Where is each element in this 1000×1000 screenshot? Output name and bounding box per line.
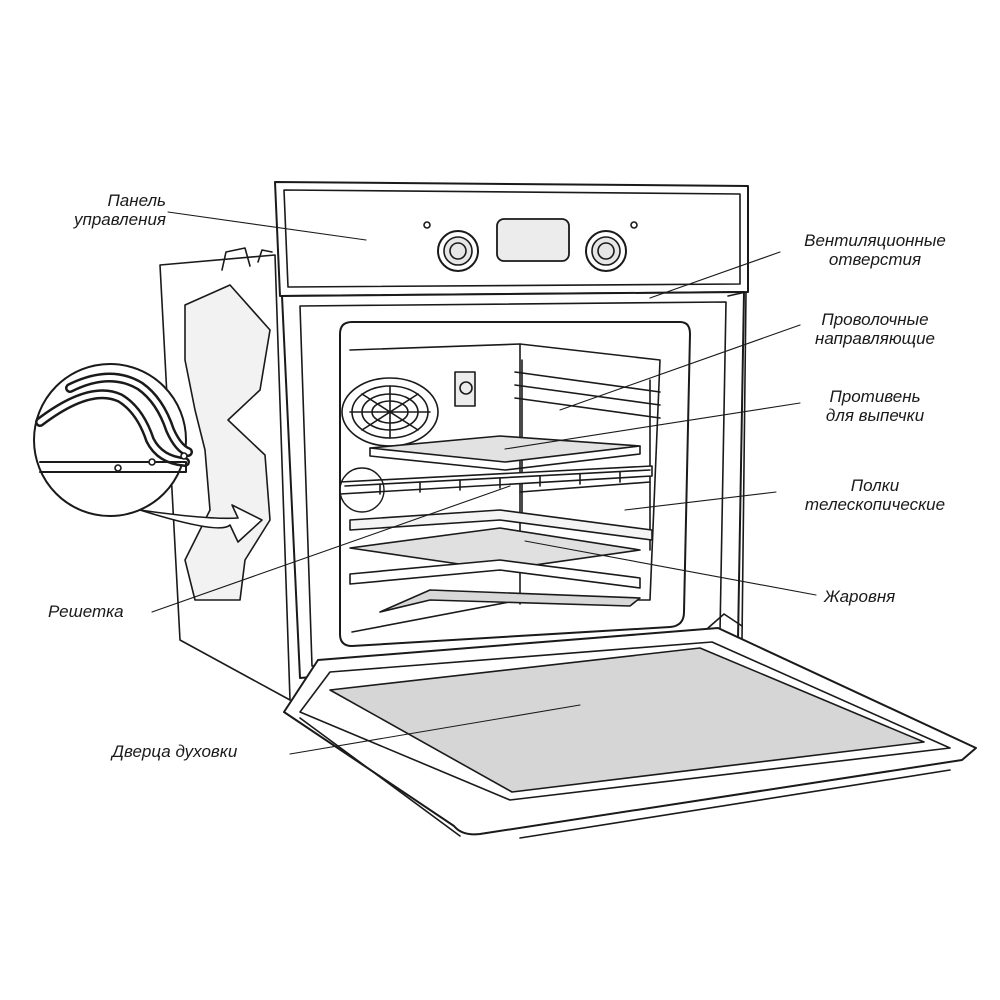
leader-oven-door bbox=[289, 704, 581, 755]
label-roasting-pan: Жаровня bbox=[824, 587, 895, 606]
label-baking-tray-line2: для выпечки bbox=[825, 406, 925, 425]
leader-baking-tray bbox=[504, 402, 801, 450]
label-oven-door: Дверца духовки bbox=[112, 742, 237, 761]
label-control-panel: Панель управления bbox=[30, 191, 166, 229]
leader-wire-guides bbox=[559, 324, 801, 411]
leader-vents bbox=[649, 251, 781, 299]
label-telescopic-shelves: Полки телескопические bbox=[775, 476, 975, 514]
leader-grill bbox=[151, 485, 511, 613]
label-control-panel-line2: управления bbox=[73, 210, 166, 229]
oven-side-housing bbox=[159, 247, 291, 701]
telescopic-shelf bbox=[349, 509, 653, 541]
magnifier-callout bbox=[33, 363, 385, 543]
label-vents-line2: отверстия bbox=[828, 250, 922, 269]
control-panel bbox=[274, 181, 749, 307]
left-knob bbox=[437, 230, 479, 272]
leader-lines bbox=[151, 211, 817, 755]
roasting-pan bbox=[349, 527, 641, 613]
label-baking-tray-line1: Противень bbox=[829, 387, 921, 406]
leader-roasting-pan bbox=[524, 540, 817, 596]
oven-door bbox=[283, 613, 977, 839]
label-control-panel-line1: Панель bbox=[107, 191, 166, 210]
convection-fan bbox=[341, 371, 476, 447]
leader-control-panel bbox=[167, 211, 367, 241]
label-roasting-pan-text: Жаровня bbox=[824, 587, 896, 606]
label-wire-guides: Проволочные направляющие bbox=[785, 310, 965, 348]
leader-telescopic-shelves bbox=[624, 491, 777, 511]
label-telescopic-shelves-line2: телескопические bbox=[804, 495, 946, 514]
display-window bbox=[496, 218, 570, 262]
label-baking-tray: Противень для выпечки bbox=[795, 387, 955, 425]
label-vents-line1: Вентиляционные bbox=[804, 231, 946, 250]
label-vents: Вентиляционные отверстия bbox=[775, 231, 975, 269]
label-wire-guides-line1: Проволочные bbox=[821, 310, 929, 329]
right-knob bbox=[585, 230, 627, 272]
label-oven-door-text: Дверца духовки bbox=[112, 742, 238, 761]
label-telescopic-shelves-line1: Полки bbox=[850, 476, 900, 495]
grill-rack bbox=[339, 465, 653, 495]
label-grill-text: Решетка bbox=[48, 602, 124, 621]
label-grill: Решетка bbox=[48, 602, 124, 621]
label-wire-guides-line2: направляющие bbox=[814, 329, 936, 348]
